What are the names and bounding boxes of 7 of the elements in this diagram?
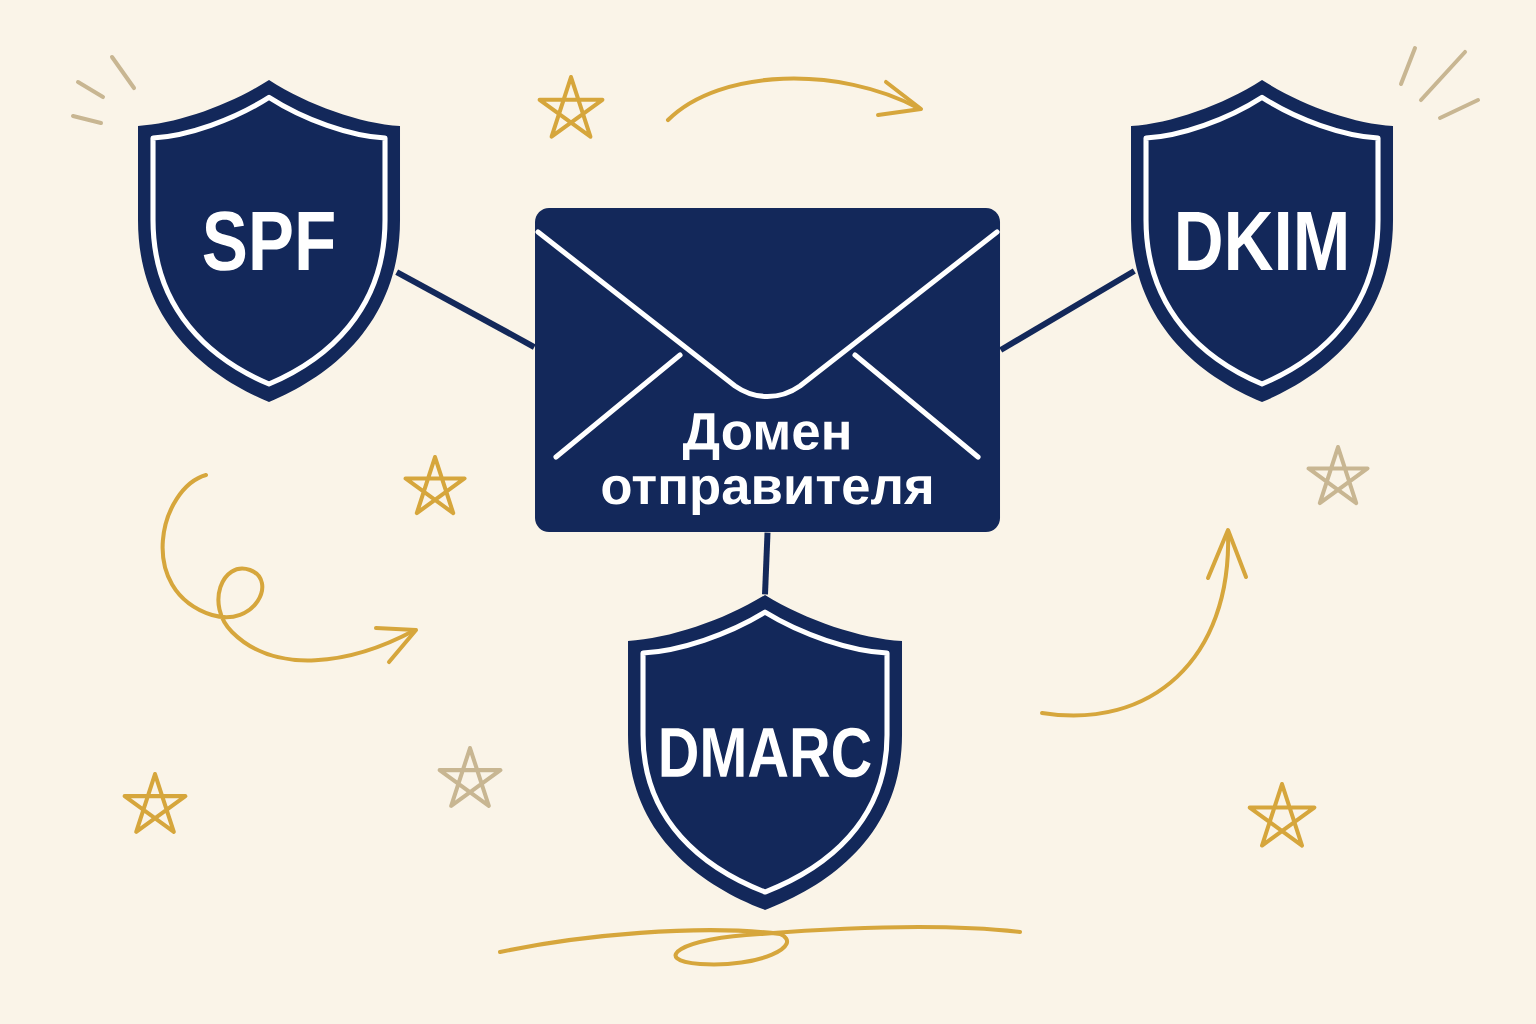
- shield: DMARC: [628, 595, 902, 910]
- shield: DKIM: [1131, 80, 1393, 402]
- envelope: Домен отправителя: [535, 208, 1000, 532]
- connector-line: [762, 532, 771, 595]
- connector-line: [999, 268, 1136, 353]
- shield: SPF: [138, 80, 400, 402]
- connector-line: [395, 269, 536, 350]
